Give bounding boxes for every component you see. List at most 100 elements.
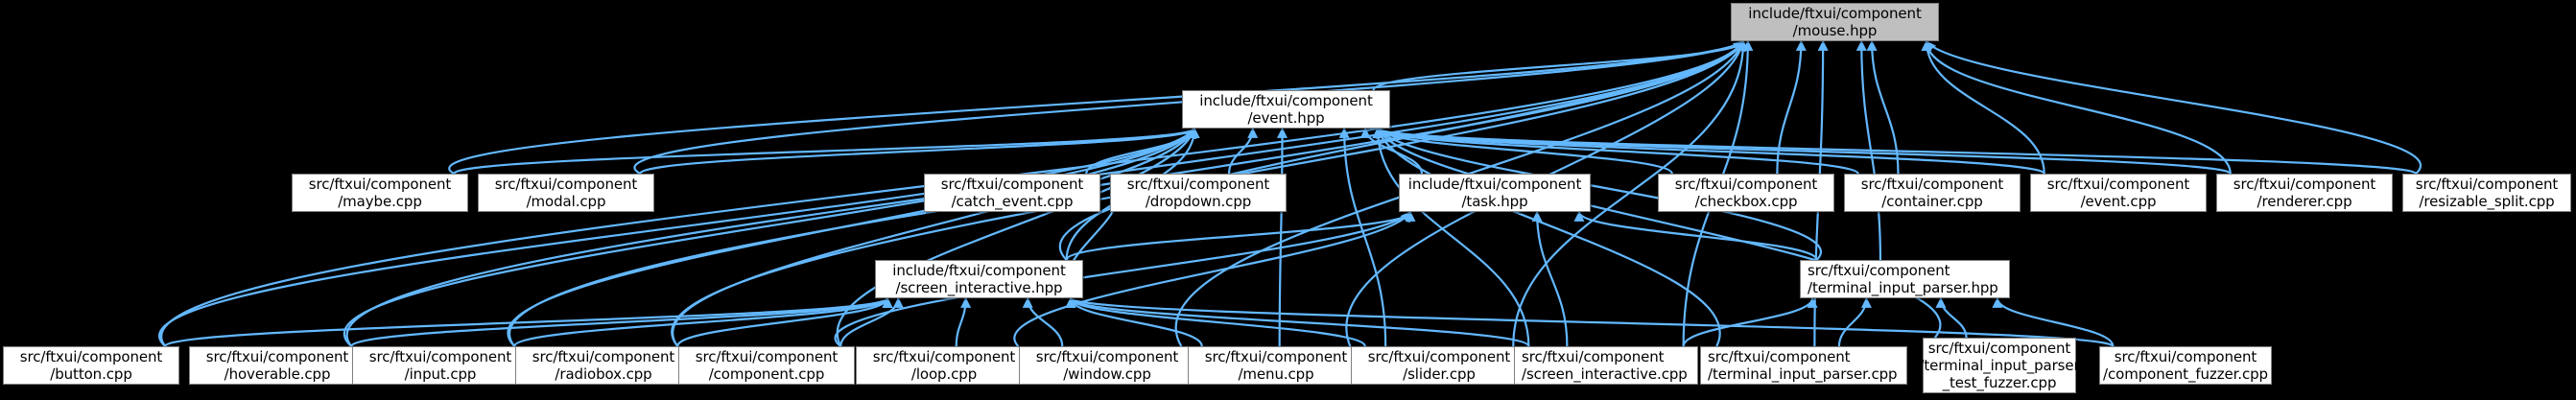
graph-node-resizable-split-cpp[interactable]: src/ftxui/component/resizable_split.cpp [2402, 174, 2571, 212]
graph-node-label-line: src/ftxui/component [2415, 176, 2559, 193]
graph-node-label-line: include/ftxui/component [1407, 176, 1582, 193]
graph-edge [1372, 127, 2045, 176]
graph-edge [1065, 210, 1416, 262]
graph-node-component-fuzzer-cpp[interactable]: src/ftxui/component/component_fuzzer.cpp [2099, 346, 2272, 385]
graph-edge [1372, 39, 1749, 92]
graph-edge [1065, 296, 1366, 347]
graph-node-label-line: src/ftxui/component [872, 348, 1016, 365]
graph-edge [1372, 127, 2232, 176]
graph-node-label-line: /button.cpp [50, 365, 132, 383]
graph-node-label-line: /hoverable.cpp [224, 365, 331, 383]
graph-node-catch-event-cpp[interactable]: src/ftxui/component/catch_event.cpp [924, 174, 1100, 212]
graph-node-label-line: /task.hpp [1461, 193, 1528, 210]
graph-edge [1921, 39, 2232, 175]
graph-node-label-line: /radiobox.cpp [555, 365, 652, 383]
graph-node-menu-cpp[interactable]: src/ftxui/component/menu.cpp [1188, 346, 1364, 385]
graph-node-label-line: /checkbox.cpp [1694, 193, 1798, 210]
graph-node-slider-cpp[interactable]: src/ftxui/component/slider.cpp [1351, 346, 1527, 385]
graph-edge [1573, 210, 1818, 261]
graph-edge [955, 296, 972, 347]
graph-node-modal-cpp[interactable]: src/ftxui/component/modal.cpp [478, 174, 654, 212]
graph-node-label-line: /component_fuzzer.cpp [2103, 365, 2268, 383]
graph-edge [1065, 296, 1203, 347]
graph-node-label-line: /input.cpp [404, 365, 477, 383]
graph-edge [1277, 127, 1288, 347]
graph-edge [1372, 127, 2418, 176]
graph-node-label-line: /slider.cpp [1403, 365, 1476, 383]
graph-node-label-line: include/ftxui/component [1199, 92, 1373, 109]
graph-edge [1935, 296, 1968, 339]
graph-node-container-cpp[interactable]: src/ftxui/component/container.cpp [1844, 174, 2021, 212]
graph-node-label-line: src/ftxui/component [19, 348, 163, 365]
graph-node-label-line: src/ftxui/component [494, 176, 638, 193]
graph-node-screen-interactive-cpp[interactable]: src/ftxui/component/screen_interactive.c… [1514, 346, 1698, 385]
graph-node-label-line: src/ftxui/component [2046, 176, 2190, 193]
graph-edge [1058, 40, 1744, 261]
graph-node-label-line: src/ftxui/component [1927, 340, 2071, 357]
graph-edge [1085, 127, 1200, 175]
graph-edge [836, 127, 1197, 347]
graph-node-checkbox-cpp[interactable]: src/ftxui/component/checkbox.cpp [1658, 174, 1834, 212]
graph-node-label-line: src/ftxui/component [532, 348, 675, 365]
graph-edge [1682, 296, 1818, 347]
graph-edge [1926, 40, 2422, 175]
graph-node-label-line: src/ftxui/component [1674, 176, 1818, 193]
graph-node-label-line: src/ftxui/component [1204, 348, 1348, 365]
graph-edge [507, 128, 1195, 347]
graph-node-label-line: src/ftxui/component [1522, 348, 1665, 365]
graph-edge [672, 128, 1196, 347]
graph-node-label-line: src/ftxui/component [1035, 348, 1179, 365]
graph-node-terminal-input-parser-hpp[interactable]: src/ftxui/component/terminal_input_parse… [1800, 260, 2010, 298]
graph-edge [1338, 127, 1387, 347]
graph-edge [1866, 39, 1900, 175]
graph-edge [1921, 39, 2045, 175]
graph-edge [513, 296, 893, 348]
graph-node-event-hpp[interactable]: include/ftxui/component/event.hpp [1182, 90, 1390, 129]
graph-node-label-line: /maybe.cpp [338, 193, 422, 210]
graph-node-label-line: /terminal_input_parser.cpp [1708, 365, 1898, 383]
graph-node-dropdown-cpp[interactable]: src/ftxui/component/dropdown.cpp [1110, 174, 1287, 212]
graph-node-label-line: src/ftxui/component [1860, 176, 2004, 193]
graph-node-terminal-input-parser-cpp[interactable]: src/ftxui/component/terminal_input_parse… [1700, 346, 1907, 385]
graph-node-label-line: /window.cpp [1063, 365, 1151, 383]
graph-node-label-line: /event.cpp [2080, 193, 2157, 210]
graph-node-terminal-input-parser-test-fuzzer-cpp[interactable]: src/ftxui/component/terminal_input_parse… [1919, 338, 2080, 393]
graph-node-label-line: src/ftxui/component [205, 348, 349, 365]
graph-node-loop-cpp[interactable]: src/ftxui/component/loop.cpp [856, 346, 1032, 385]
graph-node-window-cpp[interactable]: src/ftxui/component/window.cpp [1019, 346, 1195, 385]
graph-node-label-line: /renderer.cpp [2257, 193, 2352, 210]
graph-node-maybe-cpp[interactable]: src/ftxui/component/maybe.cpp [292, 174, 468, 212]
graph-node-event-cpp[interactable]: src/ftxui/component/event.cpp [2030, 174, 2207, 212]
graph-node-label-line: /modal.cpp [526, 193, 606, 210]
graph-node-label-line: /mouse.hpp [1792, 22, 1878, 39]
graph-edge [1359, 127, 1423, 175]
graph-node-renderer-cpp[interactable]: src/ftxui/component/renderer.cpp [2216, 174, 2393, 212]
graph-node-label-line: /loop.cpp [910, 365, 978, 383]
graph-node-input-cpp[interactable]: src/ftxui/component/input.cpp [352, 346, 529, 385]
graph-node-label-line: /terminal_input_parser [1919, 357, 2080, 374]
graph-edge [1531, 210, 1569, 347]
graph-node-task-hpp[interactable]: include/ftxui/component/task.hpp [1399, 174, 1591, 212]
graph-node-label-line: /container.cpp [1881, 193, 1983, 210]
graph-node-label-line: src/ftxui/component [695, 348, 839, 365]
graph-node-button-cpp[interactable]: src/ftxui/component/button.cpp [3, 346, 179, 385]
graph-node-screen-interactive-hpp[interactable]: include/ftxui/component/screen_interacti… [875, 260, 1083, 298]
graph-edge [343, 128, 1195, 347]
graph-node-component-cpp[interactable]: src/ftxui/component/component.cpp [678, 346, 855, 385]
graph-edge [1065, 296, 1530, 348]
graph-edge [1377, 128, 1942, 339]
graph-node-label-line: /menu.cpp [1238, 365, 1314, 383]
graph-edge [839, 296, 904, 347]
graph-node-radiobox-cpp[interactable]: src/ftxui/component/radiobox.cpp [515, 346, 692, 385]
graph-node-hoverable-cpp[interactable]: src/ftxui/component/hoverable.cpp [189, 346, 366, 385]
graph-node-label-line: /component.cpp [708, 365, 825, 383]
graph-node-label-line: /terminal_input_parser.hpp [1808, 279, 1998, 296]
graph-edge [158, 128, 1195, 347]
graph-edge [639, 127, 1200, 176]
graph-node-mouse-hpp[interactable]: include/ftxui/component/mouse.hpp [1731, 3, 1939, 41]
graph-edge [1372, 127, 1859, 176]
graph-edge [1372, 127, 1673, 176]
graph-node-label-line: /catch_event.cpp [951, 193, 1074, 210]
graph-edge [1375, 127, 1721, 347]
